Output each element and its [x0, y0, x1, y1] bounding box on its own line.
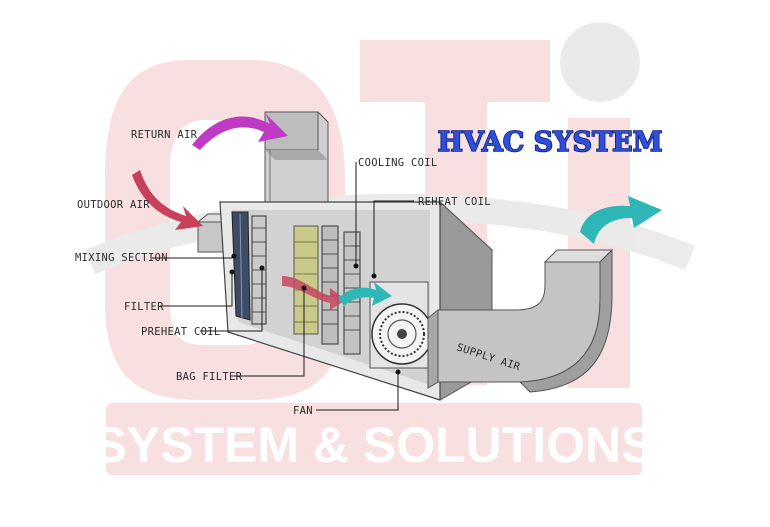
internal-air-arrow	[282, 276, 346, 310]
watermark-tagline: SYSTEM & SOLUTIONS	[93, 417, 654, 473]
label-outdoor-air: OUTDOOR AIR	[77, 199, 150, 211]
fan-air-arrow	[338, 282, 392, 306]
return-air-arrow	[192, 114, 288, 150]
label-mixing-section: MIXING SECTION	[75, 252, 168, 264]
filter-panel	[231, 211, 251, 321]
cooling-coil	[321, 225, 339, 345]
supply-air-arrow	[580, 196, 662, 244]
watermark-tagline-band	[106, 403, 642, 475]
outdoor-air-arrow	[132, 170, 203, 230]
diagram-title: HVAC SYSTEM	[437, 127, 662, 158]
label-return-air: RETURN AIR	[131, 129, 198, 141]
label-bag-filter: BAG FILTER	[176, 371, 243, 383]
label-preheat-coil: PREHEAT COIL	[141, 326, 220, 338]
label-cooling-coil: COOLING COIL	[358, 157, 437, 169]
label-reheat-coil: REHEAT COIL	[418, 196, 491, 208]
watermark-logo-i-dot	[560, 22, 640, 102]
label-fan: FAN	[293, 405, 313, 417]
label-filter: FILTER	[124, 301, 164, 313]
leader-lines	[152, 162, 414, 411]
preheat-coil	[251, 215, 267, 325]
supply-air-duct	[427, 248, 614, 393]
watermark-logo-t	[360, 40, 550, 102]
